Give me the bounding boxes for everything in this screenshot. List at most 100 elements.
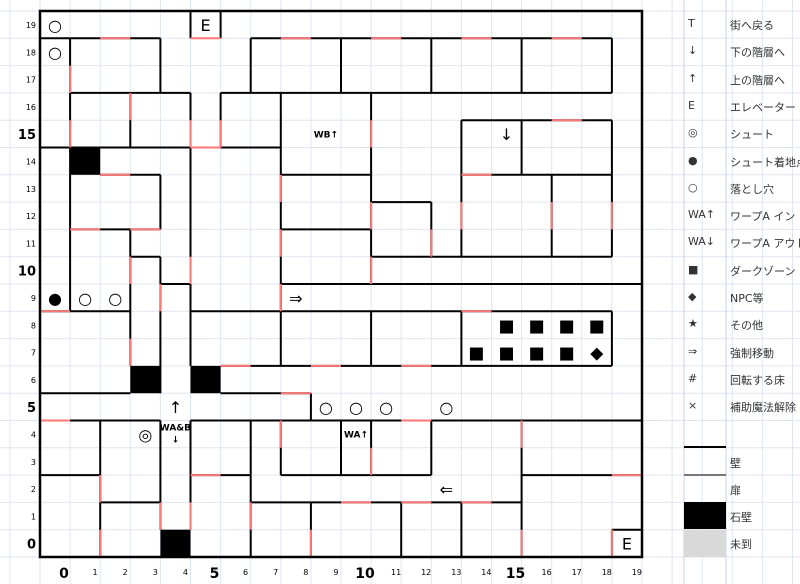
row-label: 18 bbox=[26, 48, 36, 57]
column-label: 14 bbox=[481, 568, 491, 577]
row-label: 5 bbox=[27, 401, 36, 416]
unvisited-sample-cell bbox=[684, 530, 726, 557]
map-marker: E bbox=[200, 16, 210, 35]
door-sample-line bbox=[684, 474, 726, 476]
row-label: 16 bbox=[26, 103, 36, 112]
map-marker: ○ bbox=[319, 398, 333, 417]
row-label: 15 bbox=[18, 128, 36, 143]
row-label: 11 bbox=[26, 239, 36, 248]
column-label: 9 bbox=[333, 568, 338, 577]
column-label: 17 bbox=[572, 568, 582, 577]
column-label: 12 bbox=[421, 568, 431, 577]
legend-label: 補助魔法解除 bbox=[730, 401, 796, 415]
map-marker: ○ bbox=[78, 289, 92, 308]
legend-symbol: ○ bbox=[688, 180, 698, 194]
legend-wall-label: 壁 bbox=[730, 457, 741, 470]
legend-label: 回転する床 bbox=[730, 373, 785, 387]
row-label: 7 bbox=[31, 349, 36, 358]
row-label: 10 bbox=[18, 265, 36, 280]
legend-label: ダークゾーン bbox=[730, 264, 796, 278]
legend-label: シュート着地点 bbox=[730, 155, 800, 169]
map-marker: WB↑ bbox=[314, 130, 338, 140]
legend-stone-label: 石壁 bbox=[730, 511, 752, 524]
stone-walls bbox=[70, 147, 221, 557]
row-label: 9 bbox=[31, 294, 36, 303]
map-marker: ■ bbox=[529, 316, 545, 336]
legend-door-label: 扉 bbox=[730, 484, 741, 497]
legend-symbol: ↑ bbox=[688, 71, 698, 85]
map-marker: WA↑ bbox=[344, 431, 368, 441]
legend-label: 街へ戻る bbox=[730, 19, 774, 32]
map-marker: WA&B↓ bbox=[160, 424, 191, 446]
row-label: 0 bbox=[27, 538, 36, 553]
map-marker: ■ bbox=[498, 316, 514, 336]
row-label: 2 bbox=[31, 485, 36, 494]
legend-label: 下の階層へ bbox=[730, 46, 785, 60]
legend-symbol: ↓ bbox=[688, 44, 698, 58]
row-label: 19 bbox=[26, 21, 36, 30]
map-marker: ■ bbox=[589, 316, 605, 336]
row-label: 6 bbox=[31, 376, 36, 385]
stone-wall-cell bbox=[70, 147, 101, 175]
column-label: 6 bbox=[243, 568, 248, 577]
map-marker: ↓ bbox=[500, 125, 513, 144]
map-marker: ⇐ bbox=[440, 480, 453, 499]
row-label: 4 bbox=[31, 431, 36, 440]
legend-symbol: ⇒ bbox=[688, 344, 698, 358]
row-label: 12 bbox=[26, 212, 36, 221]
legend-label: 上の階層へ bbox=[730, 73, 785, 87]
map-marker: ◆ bbox=[590, 344, 604, 364]
map-marker: ■ bbox=[559, 344, 575, 364]
column-label: 5 bbox=[210, 566, 220, 582]
column-label: 11 bbox=[391, 568, 401, 577]
stone-wall-cell bbox=[160, 529, 191, 557]
column-label: 18 bbox=[602, 568, 612, 577]
row-label: 3 bbox=[31, 458, 36, 467]
column-label: 0 bbox=[59, 566, 69, 582]
column-label: 13 bbox=[451, 568, 461, 577]
legend-symbol: E bbox=[688, 98, 695, 112]
stone-wall-cell bbox=[130, 365, 161, 394]
legend-symbol: ● bbox=[688, 153, 698, 167]
map-marker: ○ bbox=[349, 398, 363, 417]
doors bbox=[40, 37, 642, 557]
column-label: 10 bbox=[355, 566, 375, 582]
map-marker: ■ bbox=[529, 344, 545, 364]
legend-symbol: WA↓ bbox=[688, 235, 716, 249]
map-marker: ○ bbox=[379, 398, 393, 417]
column-label: 7 bbox=[273, 568, 278, 577]
stone-wall-cell bbox=[190, 365, 221, 394]
legend-symbol: ◆ bbox=[688, 290, 697, 303]
map-marker: ⇒ bbox=[289, 289, 302, 308]
map-border bbox=[38, 9, 644, 559]
map-marker: ■ bbox=[468, 344, 484, 364]
map-marker: ○ bbox=[108, 289, 122, 308]
column-label: 3 bbox=[153, 568, 158, 577]
row-label: 13 bbox=[26, 185, 36, 194]
map-marker: E bbox=[622, 534, 632, 553]
legend-unvisited-label: 未到 bbox=[730, 538, 752, 551]
legend-label: その他 bbox=[730, 319, 763, 333]
row-label: 8 bbox=[31, 321, 36, 330]
map-marker: ■ bbox=[498, 344, 514, 364]
legend-label: ワープA アウト bbox=[730, 237, 800, 251]
legend-symbol: WA↑ bbox=[688, 208, 716, 222]
legend-symbol: ■ bbox=[688, 262, 699, 276]
legend-label: 落とし穴 bbox=[730, 182, 774, 196]
column-label: 4 bbox=[183, 568, 188, 577]
column-label: 8 bbox=[303, 568, 308, 577]
map-marker: ● bbox=[48, 289, 62, 308]
column-label: 1 bbox=[93, 568, 98, 577]
column-label: 19 bbox=[632, 568, 642, 577]
map-marker: ↑ bbox=[169, 398, 182, 417]
legend-symbol: # bbox=[688, 371, 698, 385]
legend-label: NPC等 bbox=[730, 292, 764, 305]
map-marker: ◎ bbox=[138, 425, 152, 444]
legend-label: 強制移動 bbox=[730, 346, 774, 360]
stone-sample-cell bbox=[684, 502, 726, 529]
column-label: 15 bbox=[506, 566, 525, 582]
